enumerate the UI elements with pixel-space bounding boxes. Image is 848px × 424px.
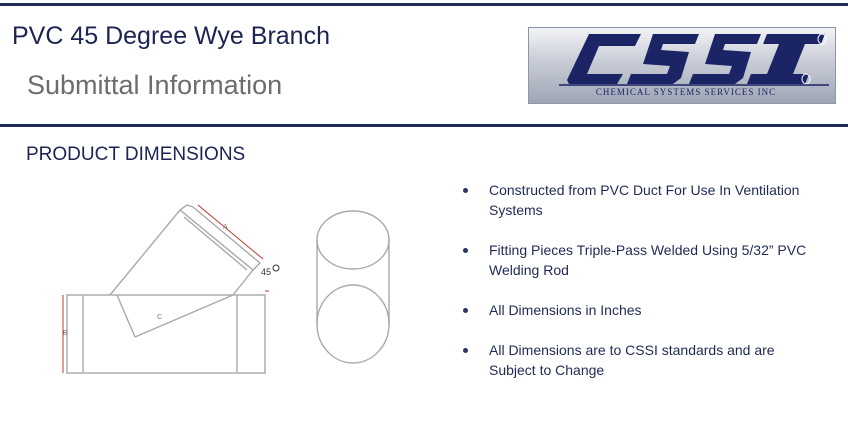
bullet-dot xyxy=(463,248,468,253)
bullet-dot xyxy=(463,348,468,353)
bullet-dot xyxy=(463,308,468,313)
product-note: Constructed from PVC Duct For Use In Ven… xyxy=(463,180,823,220)
product-note: All Dimensions in Inches xyxy=(463,300,823,320)
wye-fitting xyxy=(66,204,266,374)
logo-tagline: CHEMICAL SYSTEMS SERVICES INC xyxy=(595,87,777,97)
wye-drawing: A B C 45 xyxy=(62,204,390,374)
section-heading: PRODUCT DIMENSIONS xyxy=(26,144,246,165)
dimension-letters: A B C xyxy=(63,224,228,337)
dimension-mark-c: C xyxy=(157,314,162,321)
dimension-mark-b: B xyxy=(63,330,68,337)
top-rule xyxy=(0,3,848,6)
product-note: Fitting Pieces Triple-Pass Welded Using … xyxy=(463,240,823,280)
product-note-text: Fitting Pieces Triple-Pass Welded Using … xyxy=(489,242,807,278)
cssi-logo-mark xyxy=(559,33,829,86)
bullet-dot xyxy=(463,188,468,193)
dimension-mark-a: A xyxy=(223,224,228,231)
angle-label: 45 xyxy=(261,267,271,277)
section-rule xyxy=(0,124,848,127)
page-title: PVC 45 Degree Wye Branch xyxy=(12,22,330,50)
cssi-logo: CHEMICAL SYSTEMS SERVICES INC xyxy=(528,27,836,104)
degree-symbol xyxy=(272,264,280,272)
product-note-text: All Dimensions in Inches xyxy=(489,302,642,318)
product-note: All Dimensions are to CSSI standards and… xyxy=(463,340,823,380)
page-subtitle: Submittal Information xyxy=(27,70,283,100)
wye-side-view xyxy=(316,210,390,364)
dimension-marks xyxy=(62,204,269,373)
product-note-text: Constructed from PVC Duct For Use In Ven… xyxy=(489,182,800,218)
product-note-text: All Dimensions are to CSSI standards and… xyxy=(489,342,775,378)
product-notes: Constructed from PVC Duct For Use In Ven… xyxy=(463,180,823,400)
